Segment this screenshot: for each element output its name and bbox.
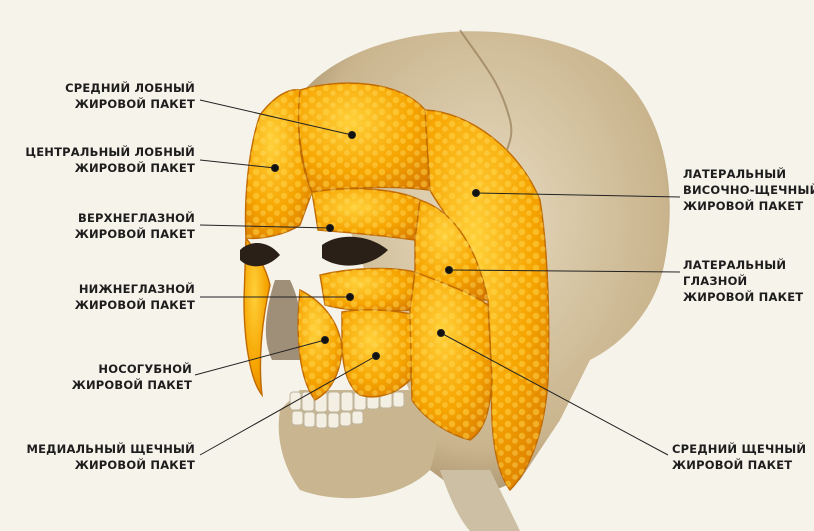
label-mid-forehead: СРЕДНИЙ ЛОБНЫЙ ЖИРОВОЙ ПАКЕТ <box>65 80 195 112</box>
label-central-forehead: ЦЕНТРАЛЬНЫЙ ЛОБНЫЙ ЖИРОВОЙ ПАКЕТ <box>25 144 195 176</box>
label-mid-cheek: СРЕДНИЙ ЩЕЧНЫЙ ЖИРОВОЙ ПАКЕТ <box>672 441 806 473</box>
label-nasolabial: НОСОГУБНОЙ ЖИРОВОЙ ПАКЕТ <box>72 361 192 393</box>
label-nasolabial-line1: НОСОГУБНОЙ <box>72 361 192 377</box>
label-infraorbital: НИЖНЕГЛАЗНОЙ ЖИРОВОЙ ПАКЕТ <box>75 281 195 313</box>
label-lateral-orbital-line3: ЖИРОВОЙ ПАКЕТ <box>683 289 803 305</box>
label-supraorbital-line2: ЖИРОВОЙ ПАКЕТ <box>75 226 195 242</box>
label-medial-cheek-line2: ЖИРОВОЙ ПАКЕТ <box>26 457 195 473</box>
label-lateral-temporal-cheek-line2: ВИСОЧНО-ЩЕЧНЫЙ <box>683 182 814 198</box>
label-nasolabial-line2: ЖИРОВОЙ ПАКЕТ <box>72 377 192 393</box>
eye-left <box>240 243 280 266</box>
label-lateral-temporal-cheek-line3: ЖИРОВОЙ ПАКЕТ <box>683 198 814 214</box>
label-mid-cheek-line1: СРЕДНИЙ ЩЕЧНЫЙ <box>672 441 806 457</box>
label-mid-forehead-line2: ЖИРОВОЙ ПАКЕТ <box>65 96 195 112</box>
label-infraorbital-line2: ЖИРОВОЙ ПАКЕТ <box>75 297 195 313</box>
label-central-forehead-line1: ЦЕНТРАЛЬНЫЙ ЛОБНЫЙ <box>25 144 195 160</box>
label-mid-forehead-line1: СРЕДНИЙ ЛОБНЫЙ <box>65 80 195 96</box>
label-lateral-temporal-cheek: ЛАТЕРАЛЬНЫЙ ВИСОЧНО-ЩЕЧНЫЙ ЖИРОВОЙ ПАКЕТ <box>683 166 814 214</box>
label-central-forehead-line2: ЖИРОВОЙ ПАКЕТ <box>25 160 195 176</box>
label-medial-cheek-line1: МЕДИАЛЬНЫЙ ЩЕЧНЫЙ <box>26 441 195 457</box>
label-lateral-orbital: ЛАТЕРАЛЬНЫЙ ГЛАЗНОЙ ЖИРОВОЙ ПАКЕТ <box>683 257 803 305</box>
label-medial-cheek: МЕДИАЛЬНЫЙ ЩЕЧНЫЙ ЖИРОВОЙ ПАКЕТ <box>26 441 195 473</box>
label-supraorbital-line1: ВЕРХНЕГЛАЗНОЙ <box>75 210 195 226</box>
label-lateral-orbital-line1: ЛАТЕРАЛЬНЫЙ <box>683 257 803 273</box>
label-mid-cheek-line2: ЖИРОВОЙ ПАКЕТ <box>672 457 806 473</box>
label-supraorbital: ВЕРХНЕГЛАЗНОЙ ЖИРОВОЙ ПАКЕТ <box>75 210 195 242</box>
label-infraorbital-line1: НИЖНЕГЛАЗНОЙ <box>75 281 195 297</box>
label-lateral-orbital-line2: ГЛАЗНОЙ <box>683 273 803 289</box>
label-lateral-temporal-cheek-line1: ЛАТЕРАЛЬНЫЙ <box>683 166 814 182</box>
